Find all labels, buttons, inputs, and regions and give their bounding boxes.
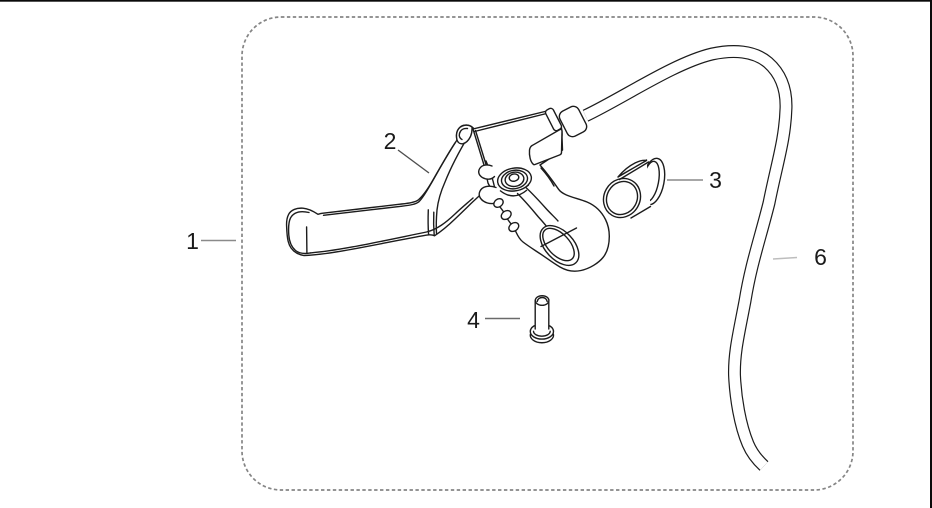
svg-text:4: 4: [467, 307, 480, 333]
svg-text:2: 2: [384, 128, 397, 154]
svg-text:6: 6: [814, 244, 827, 270]
svg-text:3: 3: [709, 167, 722, 193]
svg-text:1: 1: [186, 228, 199, 254]
